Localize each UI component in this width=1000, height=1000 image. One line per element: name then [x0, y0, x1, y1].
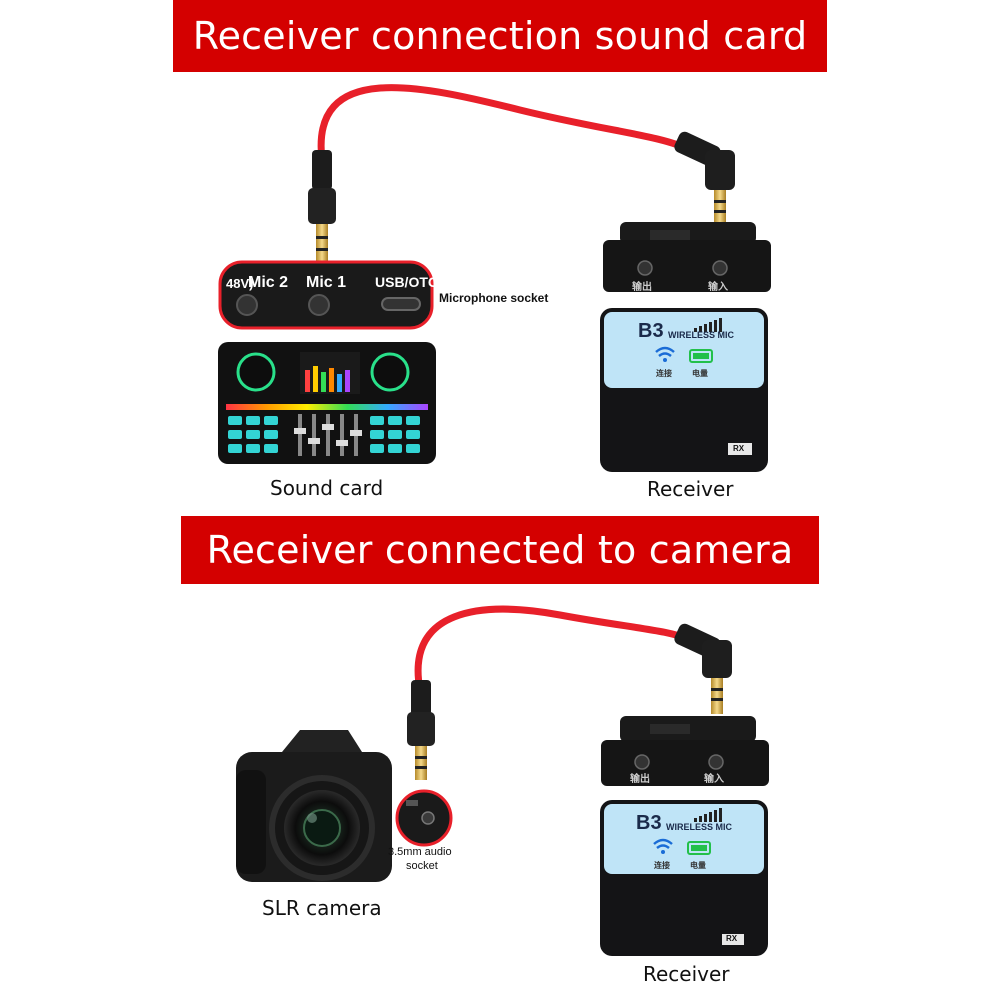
- rx-tag-bottom: RX: [726, 934, 738, 943]
- camera-socket-callout: [395, 789, 453, 847]
- receiver-device-bottom: [600, 800, 768, 956]
- status-label-power-bottom: 电量: [690, 861, 706, 870]
- angled-plug-bottom: [674, 623, 732, 714]
- sound-card-device: [218, 342, 436, 464]
- port-label-mic2: Mic 2: [248, 274, 289, 291]
- audio-cable-top: [317, 84, 694, 164]
- angled-plug-top: [674, 131, 735, 224]
- receiver-model-bottom: WIRELESS MIC: [666, 822, 733, 832]
- banner-receiver-sound-card: Receiver connection sound card: [173, 0, 827, 72]
- caption-receiver-top: Receiver: [647, 477, 734, 501]
- dock-label-in-top: 输入: [708, 282, 728, 293]
- receiver-dock-bottom: [601, 716, 769, 786]
- dock-label-out-top: 输出: [632, 282, 652, 293]
- port-label-usb: USB/OTG: [375, 274, 439, 290]
- straight-plug-top: [308, 150, 336, 264]
- dock-label-out-bottom: 输出: [630, 774, 650, 785]
- dock-label-in-bottom: 输入: [704, 774, 724, 785]
- receiver-model-top: WIRELESS MIC: [668, 330, 735, 340]
- port-label-mic1: Mic 1: [306, 274, 347, 291]
- audio-cable-bottom: [414, 605, 694, 694]
- rx-tag-top: RX: [733, 444, 745, 453]
- status-label-connect-bottom: 连接: [654, 861, 670, 870]
- soundcard-port-panel: [218, 260, 434, 330]
- banner-receiver-camera: Receiver connected to camera: [181, 516, 819, 584]
- receiver-device-top: [600, 308, 768, 472]
- receiver-dock-top: [603, 222, 771, 292]
- audio-socket-label-line1: 3.5mm audio: [388, 846, 452, 858]
- microphone-socket-label: Microphone socket: [439, 291, 549, 305]
- audio-socket-label-line2: socket: [406, 860, 438, 872]
- caption-slr-camera: SLR camera: [262, 896, 382, 920]
- caption-receiver-bottom: Receiver: [643, 962, 730, 986]
- receiver-brand-top: B3: [638, 320, 664, 342]
- caption-sound-card: Sound card: [270, 476, 384, 500]
- status-label-power-top: 电量: [692, 369, 708, 378]
- status-label-connect-top: 连接: [656, 369, 672, 378]
- port-label-48v: 48V): [226, 276, 254, 291]
- straight-plug-bottom: [407, 680, 435, 780]
- slr-camera: [236, 730, 392, 882]
- receiver-brand-bottom: B3: [636, 812, 662, 834]
